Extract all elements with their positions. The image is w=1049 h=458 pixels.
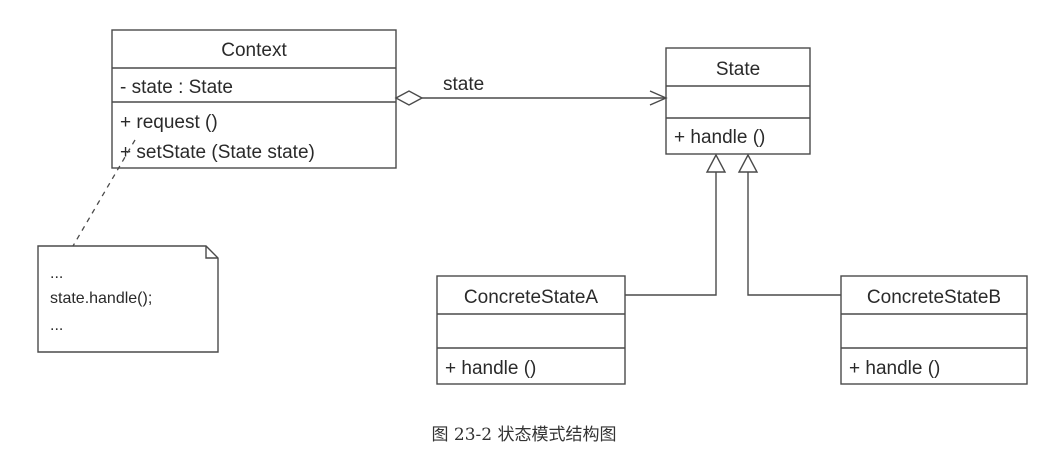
generalization-b-triangle-icon [737, 153, 759, 173]
note-line-2: state.handle(); [50, 290, 152, 307]
note-folded-corner-icon [205, 246, 218, 259]
note-line-1: ... [50, 265, 63, 282]
concrete-state-b-class[interactable]: ConcreteStateB + handle () [840, 275, 1028, 385]
context-operation-request: + request () [120, 112, 218, 133]
context-class-box [111, 29, 397, 169]
note-line-3: ... [50, 317, 63, 334]
concrete-state-a-operation-handle: + handle () [445, 358, 536, 379]
concrete-state-a-box [436, 275, 626, 385]
state-class-name: State [716, 59, 760, 80]
context-attribute-state: - state : State [120, 77, 233, 98]
code-note[interactable]: ... state.handle(); ... [37, 245, 219, 353]
generalization-concrete-b[interactable] [737, 153, 841, 296]
aggregation-diamond-icon [394, 90, 424, 106]
generalization-concrete-a[interactable] [625, 153, 727, 296]
association-arrowhead-icon [649, 90, 668, 106]
state-operation-handle: + handle () [674, 127, 765, 148]
note-anchor-line [72, 139, 136, 247]
concrete-state-a-class[interactable]: ConcreteStateA + handle () [436, 275, 626, 385]
context-class-name: Context [221, 40, 287, 61]
generalization-b-line [747, 172, 841, 296]
concrete-state-b-box [840, 275, 1028, 385]
concrete-state-b-operation-handle: + handle () [849, 358, 940, 379]
concrete-state-a-name: ConcreteStateA [464, 287, 598, 308]
context-operation-setstate: + setState (State state) [120, 142, 315, 163]
note-box [37, 245, 219, 353]
state-class[interactable]: State + handle () [665, 47, 811, 155]
aggregation-association[interactable]: state [394, 74, 668, 106]
state-class-box [665, 47, 811, 155]
concrete-state-b-name: ConcreteStateB [867, 287, 1001, 308]
generalization-a-line [625, 172, 717, 296]
figure-caption: 图 23-2 状态模式结构图 [432, 425, 617, 445]
association-label: state [443, 74, 484, 95]
generalization-a-triangle-icon [705, 153, 727, 173]
context-class[interactable]: Context - state : State + request () + s… [111, 29, 397, 169]
